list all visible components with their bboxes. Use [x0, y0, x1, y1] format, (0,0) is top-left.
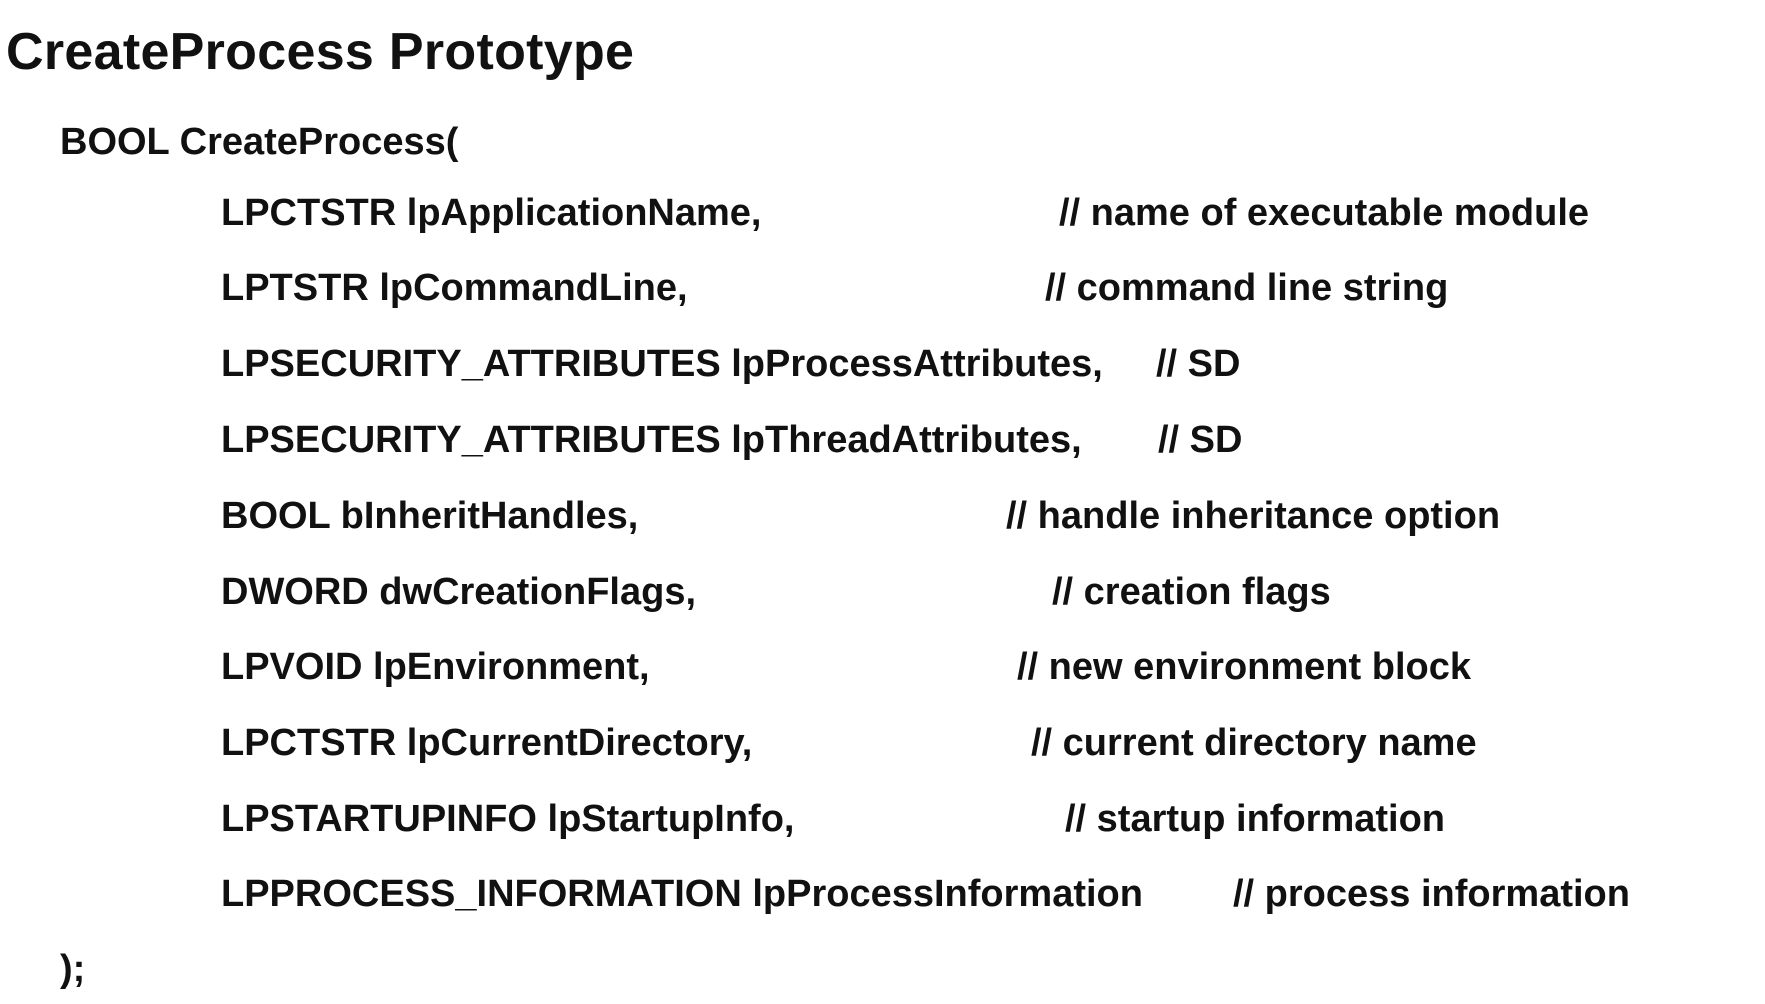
param-declaration: LPCTSTR lpApplicationName, [221, 192, 762, 234]
param-declaration: LPSTARTUPINFO lpStartupInfo, [221, 798, 795, 840]
param-comment: // startup information [1065, 798, 1445, 840]
param-comment: // current directory name [1031, 722, 1477, 764]
param-row-process-attributes: LPSECURITY_ATTRIBUTES lpProcessAttribute… [221, 342, 1240, 474]
param-comment: // command line string [1045, 267, 1449, 309]
param-comment: // SD [1158, 419, 1243, 461]
param-declaration: DWORD dwCreationFlags, [221, 571, 697, 613]
slide-title: CreateProcess Prototype [6, 23, 635, 81]
param-comment: // SD [1156, 343, 1241, 385]
param-row-startup-info: LPSTARTUPINFO lpStartupInfo, // startup … [221, 797, 1445, 929]
param-comment: // creation flags [1052, 571, 1331, 613]
param-row-current-directory: LPCTSTR lpCurrentDirectory, // current d… [221, 721, 1477, 853]
param-declaration: BOOL bInheritHandles, [221, 495, 639, 537]
param-row-creation-flags: DWORD dwCreationFlags, // creation flags [221, 570, 1331, 702]
param-row-command-line: LPTSTR lpCommandLine, // command line st… [221, 266, 1448, 398]
param-comment: // new environment block [1017, 646, 1471, 688]
param-comment: // name of executable module [1059, 192, 1590, 234]
signature-open: BOOL CreateProcess( [60, 121, 459, 163]
param-declaration: LPTSTR lpCommandLine, [221, 267, 688, 309]
param-row-application-name: LPCTSTR lpApplicationName, // name of ex… [221, 191, 1589, 323]
param-row-inherit-handles: BOOL bInheritHandles, // handle inherita… [221, 494, 1500, 626]
param-comment: // process information [1233, 873, 1630, 915]
param-row-thread-attributes: LPSECURITY_ATTRIBUTES lpThreadAttributes… [221, 418, 1242, 550]
param-row-environment: LPVOID lpEnvironment, // new environment… [221, 645, 1471, 777]
param-declaration: LPSECURITY_ATTRIBUTES lpThreadAttributes… [221, 419, 1082, 461]
param-declaration: LPCTSTR lpCurrentDirectory, [221, 722, 753, 764]
param-comment: // handle inheritance option [1006, 495, 1501, 537]
param-declaration: LPVOID lpEnvironment, [221, 646, 650, 688]
param-declaration: LPPROCESS_INFORMATION lpProcessInformati… [221, 873, 1143, 915]
param-declaration: LPSECURITY_ATTRIBUTES lpProcessAttribute… [221, 343, 1103, 385]
signature-close: ); [60, 948, 86, 990]
param-row-process-information: LPPROCESS_INFORMATION lpProcessInformati… [221, 872, 1630, 1004]
